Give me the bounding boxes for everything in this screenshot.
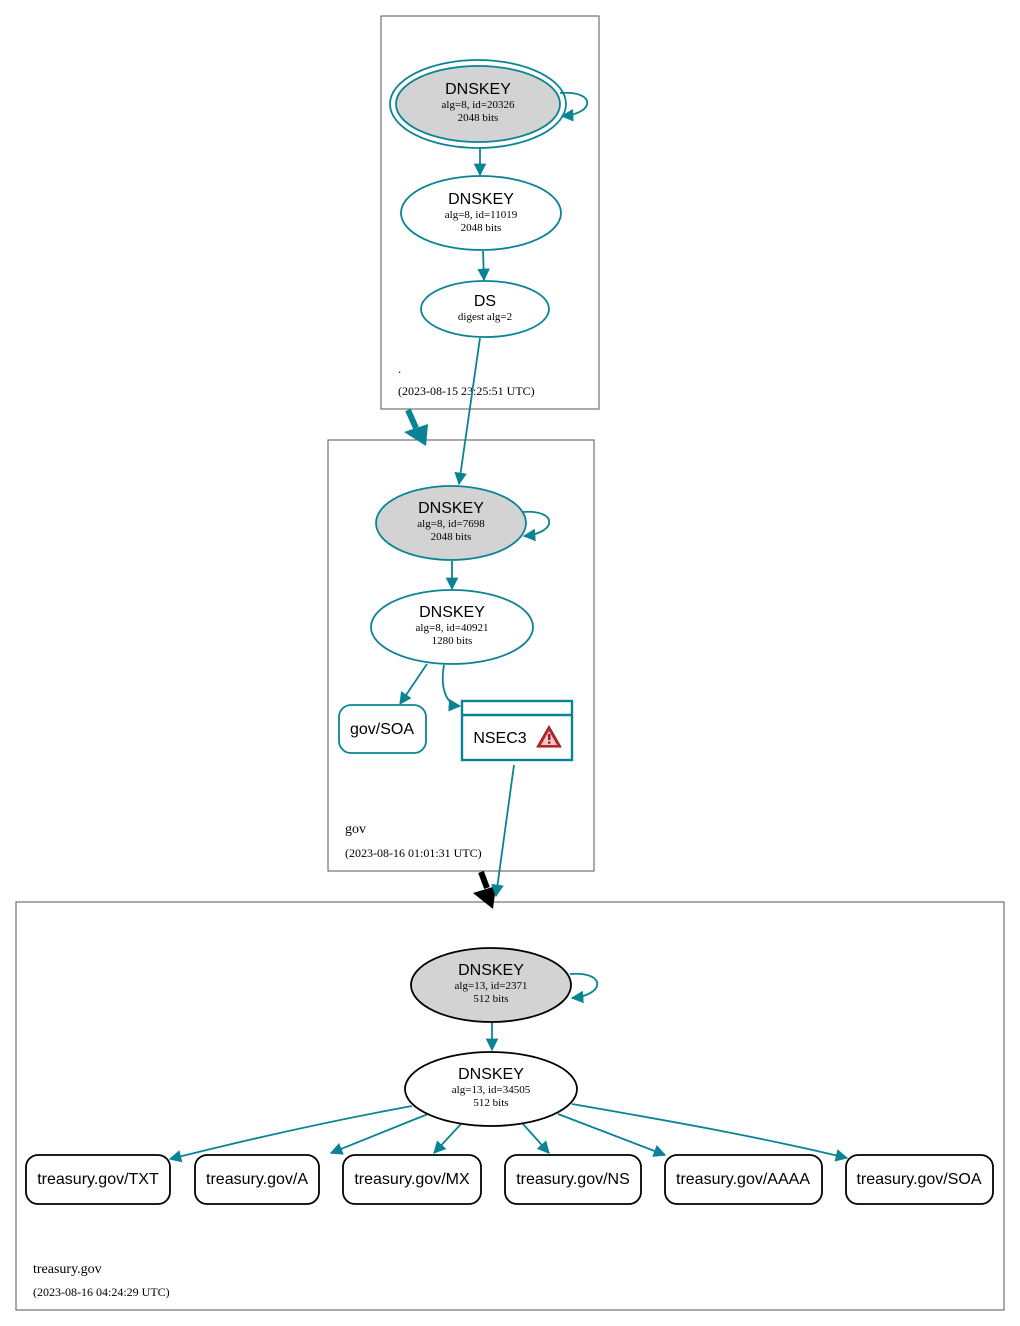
- zone-gov-name: gov: [345, 822, 366, 837]
- treasury-zsk-bits: 512 bits: [473, 1097, 508, 1109]
- edge-tr-zsk-txt: [168, 1105, 413, 1163]
- record-soa-node[interactable]: treasury.gov/SOA: [845, 1154, 994, 1205]
- root-ksk-node[interactable]: DNSKEY alg=8, id=20326 2048 bits: [389, 59, 567, 149]
- treasury-zsk-title: DNSKEY: [458, 1066, 524, 1083]
- edge-root-ksk-self: [559, 91, 589, 122]
- record-ns-node[interactable]: treasury.gov/NS: [504, 1154, 642, 1205]
- root-zsk-node[interactable]: DNSKEY alg=8, id=11019 2048 bits: [400, 175, 562, 251]
- edge-tr-zsk-ns: [522, 1123, 550, 1154]
- edge-tr-ksk-self: [569, 972, 599, 1004]
- record-soa-label: treasury.gov/SOA: [856, 1171, 981, 1188]
- gov-nsec3-label: NSEC3: [473, 730, 526, 747]
- record-txt-node[interactable]: treasury.gov/TXT: [25, 1154, 171, 1205]
- root-ksk-alg: alg=8, id=20326: [442, 99, 515, 111]
- zone-treasury-timestamp: (2023-08-16 04:24:29 UTC): [33, 1285, 170, 1299]
- record-mx-label: treasury.gov/MX: [354, 1171, 470, 1188]
- gov-ksk-title: DNSKEY: [418, 500, 484, 517]
- treasury-ksk-node[interactable]: DNSKEY alg=13, id=2371 512 bits: [410, 947, 572, 1023]
- zone-treasury-box: [15, 901, 1005, 1311]
- delegation-arrow-gov-treasury: [473, 870, 496, 909]
- record-txt-label: treasury.gov/TXT: [37, 1171, 159, 1188]
- gov-zsk-bits: 1280 bits: [432, 635, 473, 647]
- edge-tr-zsk-mx: [433, 1123, 462, 1154]
- edge-gov-ksk-self: [521, 510, 551, 542]
- zone-gov-box: [327, 439, 595, 872]
- zone-treasury-name: treasury.gov: [33, 1262, 102, 1277]
- zone-root-timestamp: (2023-08-15 23:25:51 UTC): [398, 384, 535, 398]
- treasury-ksk-bits: 512 bits: [473, 993, 508, 1005]
- root-zsk-title: DNSKEY: [448, 191, 514, 208]
- zone-root-box: [380, 15, 600, 410]
- warning-icon: [536, 724, 562, 748]
- root-ds-digest: digest alg=2: [458, 311, 512, 323]
- record-aaaa-node[interactable]: treasury.gov/AAAA: [664, 1154, 823, 1205]
- edge-tr-zsk-a: [329, 1113, 429, 1155]
- treasury-zsk-node[interactable]: DNSKEY alg=13, id=34505 512 bits: [404, 1051, 578, 1127]
- root-zsk-bits: 2048 bits: [461, 222, 502, 234]
- edge-root-zsk-ds: [477, 250, 490, 282]
- edge-gov-nsec3-treasury: [491, 764, 515, 898]
- root-ksk-bits: 2048 bits: [458, 112, 499, 124]
- gov-nsec3-node[interactable]: NSEC3: [460, 699, 574, 762]
- zone-gov-timestamp: (2023-08-16 01:01:31 UTC): [345, 846, 482, 860]
- gov-ksk-alg: alg=8, id=7698: [417, 518, 485, 530]
- edge-tr-zsk-aaaa: [557, 1113, 667, 1157]
- root-ds-title: DS: [474, 293, 496, 310]
- record-a-node[interactable]: treasury.gov/A: [194, 1154, 320, 1205]
- gov-soa-node[interactable]: gov/SOA: [338, 704, 427, 754]
- delegation-arrow-root-gov: [404, 408, 428, 446]
- gov-zsk-node[interactable]: DNSKEY alg=8, id=40921 1280 bits: [370, 589, 534, 665]
- root-ksk-title: DNSKEY: [445, 81, 511, 98]
- record-mx-node[interactable]: treasury.gov/MX: [342, 1154, 482, 1205]
- gov-ksk-bits: 2048 bits: [431, 531, 472, 543]
- zone-root-name: .: [398, 361, 401, 376]
- record-a-label: treasury.gov/A: [206, 1171, 308, 1188]
- gov-zsk-alg: alg=8, id=40921: [416, 622, 489, 634]
- edge-tr-zsk-soa: [571, 1103, 849, 1162]
- gov-ksk-node[interactable]: DNSKEY alg=8, id=7698 2048 bits: [375, 485, 527, 561]
- gov-soa-label: gov/SOA: [350, 721, 414, 738]
- treasury-zsk-alg: alg=13, id=34505: [452, 1084, 531, 1096]
- root-zsk-alg: alg=8, id=11019: [445, 209, 518, 221]
- gov-zsk-title: DNSKEY: [419, 604, 485, 621]
- edge-gov-zsk-soa: [399, 663, 428, 706]
- treasury-ksk-alg: alg=13, id=2371: [455, 980, 528, 992]
- edge-root-ds-gov-ksk: [454, 337, 481, 486]
- record-aaaa-label: treasury.gov/AAAA: [676, 1171, 810, 1188]
- edge-gov-zsk-nsec3: [441, 664, 462, 712]
- root-ds-node[interactable]: DS digest alg=2: [420, 280, 550, 338]
- record-ns-label: treasury.gov/NS: [516, 1171, 630, 1188]
- treasury-ksk-title: DNSKEY: [458, 962, 524, 979]
